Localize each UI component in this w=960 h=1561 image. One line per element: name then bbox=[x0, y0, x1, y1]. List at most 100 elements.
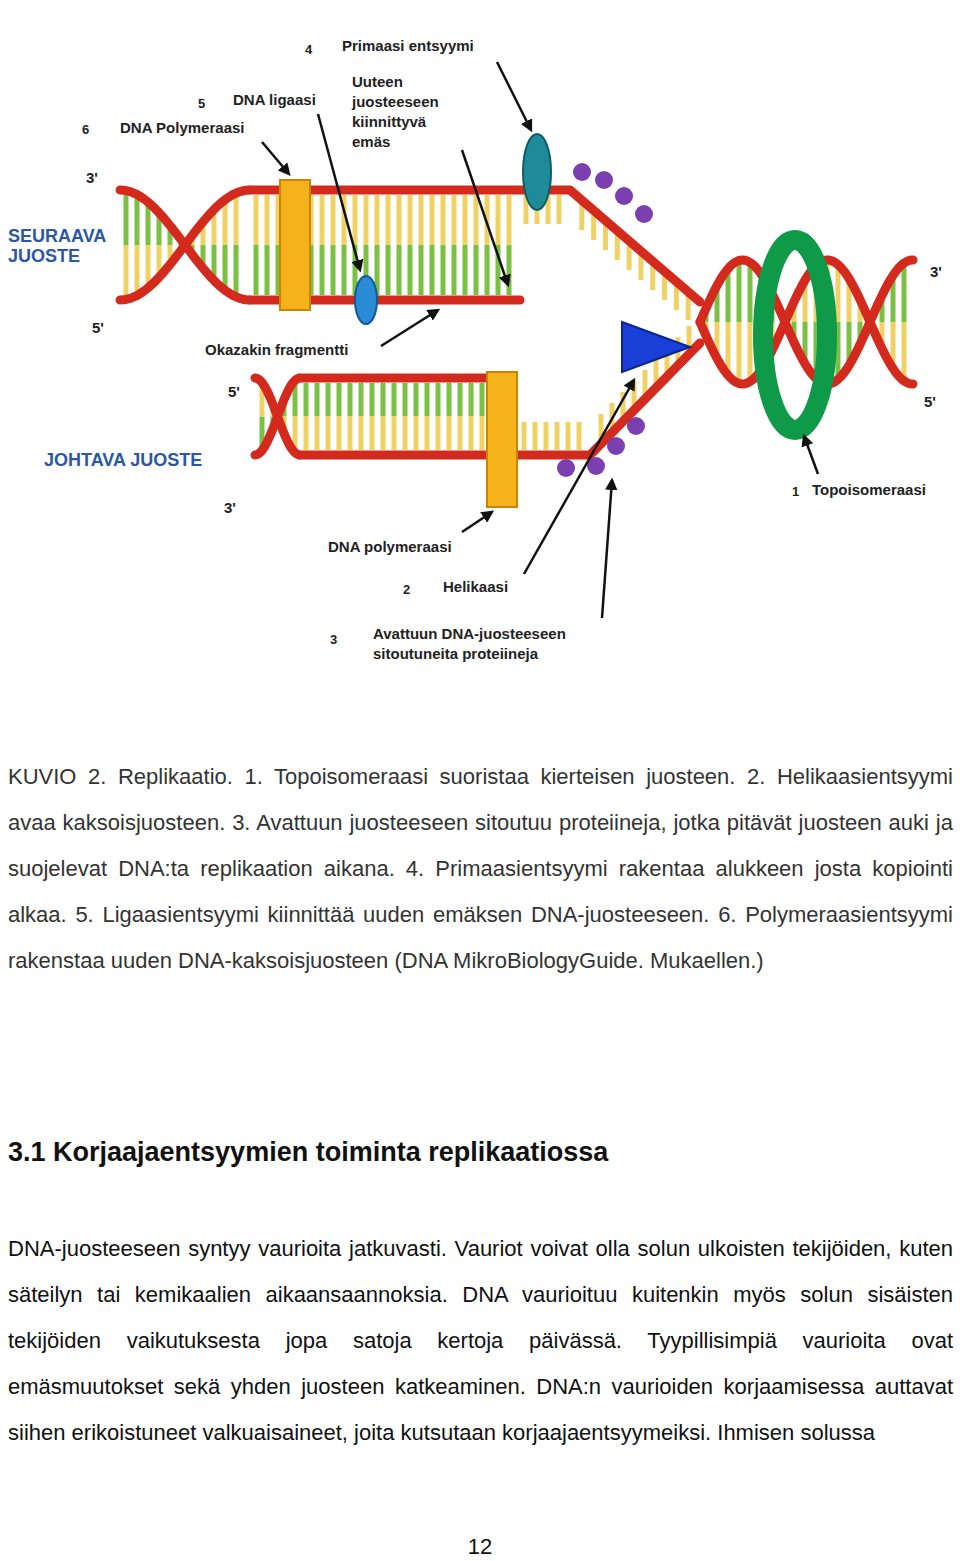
base-rung bbox=[737, 322, 742, 383]
base-rung bbox=[436, 416, 441, 450]
ssb-protein bbox=[595, 171, 613, 189]
ssb-protein bbox=[607, 437, 625, 455]
polymerase-block bbox=[280, 180, 310, 310]
base-rung bbox=[408, 195, 413, 245]
section-heading: 3.1 Korjaajaentsyymien toiminta replikaa… bbox=[8, 1134, 608, 1170]
base-rung bbox=[320, 195, 325, 245]
part-label: Primaasi entsyymi bbox=[342, 36, 474, 56]
base-rung bbox=[507, 195, 512, 245]
base-rung bbox=[419, 195, 424, 245]
base-rung bbox=[441, 195, 446, 245]
part-label: Helikaasi bbox=[443, 577, 508, 597]
base-rung bbox=[555, 422, 560, 450]
base-rung bbox=[485, 245, 490, 295]
base-rung bbox=[265, 245, 270, 295]
body-paragraph: DNA-juosteeseen syntyy vaurioita jatkuva… bbox=[8, 1226, 953, 1456]
base-rung bbox=[392, 416, 397, 450]
base-rung bbox=[397, 245, 402, 295]
leader-line bbox=[462, 150, 508, 285]
base-rung bbox=[124, 245, 129, 299]
dna-backbone bbox=[255, 378, 299, 455]
part-label: DNA Polymeraasi bbox=[120, 118, 245, 138]
base-rung bbox=[375, 195, 380, 245]
base-rung bbox=[386, 245, 391, 295]
base-rung bbox=[533, 422, 538, 450]
base-rung bbox=[902, 263, 907, 322]
base-rung bbox=[370, 383, 375, 416]
base-rung bbox=[522, 422, 527, 450]
base-rung bbox=[124, 191, 129, 245]
base-rung bbox=[403, 383, 408, 416]
base-rung bbox=[496, 195, 501, 245]
base-rung bbox=[331, 195, 336, 245]
base-rung bbox=[447, 383, 452, 416]
leader-line bbox=[524, 380, 634, 574]
base-rung bbox=[397, 195, 402, 245]
base-rung bbox=[337, 416, 342, 450]
base-rung bbox=[359, 383, 364, 416]
enzymes bbox=[280, 134, 827, 507]
leader-line bbox=[497, 62, 531, 130]
base-rung bbox=[386, 195, 391, 245]
base-rung bbox=[452, 245, 457, 295]
callout-number: 5 bbox=[198, 94, 205, 114]
base-rung bbox=[507, 245, 512, 295]
base-rung bbox=[591, 214, 596, 240]
base-rung bbox=[469, 416, 474, 450]
base-rung bbox=[463, 245, 468, 295]
base-rung bbox=[320, 245, 325, 295]
base-rung bbox=[902, 322, 907, 381]
end-label: 5' bbox=[228, 382, 240, 402]
base-rung bbox=[430, 195, 435, 245]
base-rung bbox=[337, 383, 342, 416]
ssb-protein bbox=[627, 417, 645, 435]
ssb-protein bbox=[557, 459, 575, 477]
base-rung bbox=[469, 383, 474, 416]
base-rung bbox=[234, 245, 239, 297]
end-label: 3' bbox=[930, 262, 942, 282]
page-number: 12 bbox=[440, 1532, 520, 1561]
base-rung bbox=[748, 322, 753, 382]
base-rung bbox=[381, 416, 386, 450]
part-label: Uuteen juosteeseen kiinnittyvä emäs bbox=[352, 72, 460, 152]
dna-backbone bbox=[120, 190, 249, 300]
dna-backbone bbox=[700, 260, 913, 384]
part-label: DNA polymeraasi bbox=[328, 537, 452, 557]
dna-backbone bbox=[120, 190, 249, 300]
base-rung bbox=[408, 245, 413, 295]
base-rung bbox=[425, 383, 430, 416]
callout-number: 3 bbox=[330, 630, 337, 650]
base-rung bbox=[737, 261, 742, 322]
base-rung bbox=[348, 416, 353, 450]
base-rung bbox=[403, 416, 408, 450]
base-rung bbox=[480, 383, 485, 416]
callout-number: 1 bbox=[792, 482, 799, 502]
callout-number: 4 bbox=[305, 40, 312, 60]
leader-lines bbox=[262, 62, 818, 618]
base-rung bbox=[326, 416, 331, 450]
base-rung bbox=[474, 245, 479, 295]
base-rung bbox=[348, 383, 353, 416]
part-label: Avattuun DNA-juosteeseen sitoutuneita pr… bbox=[373, 624, 623, 664]
base-rung bbox=[135, 195, 140, 245]
helicase-wedge bbox=[622, 322, 690, 372]
topoisomerase-ring bbox=[763, 240, 827, 430]
base-rung bbox=[414, 416, 419, 450]
ssb-protein bbox=[615, 187, 633, 205]
dna-backbone bbox=[700, 260, 913, 384]
leader-line bbox=[262, 142, 289, 174]
base-rung bbox=[304, 383, 309, 416]
part-label: Topoisomeraasi bbox=[812, 480, 926, 500]
ssb-protein bbox=[573, 163, 591, 181]
base-rung bbox=[447, 416, 452, 450]
end-label: 3' bbox=[86, 168, 98, 188]
callout-number: 2 bbox=[403, 580, 410, 600]
base-rung bbox=[414, 383, 419, 416]
base-rung bbox=[234, 193, 239, 245]
base-rung bbox=[331, 245, 336, 295]
leader-line bbox=[804, 436, 818, 474]
base-rung bbox=[441, 245, 446, 295]
base-rung bbox=[315, 416, 320, 450]
base-rung bbox=[326, 383, 331, 416]
